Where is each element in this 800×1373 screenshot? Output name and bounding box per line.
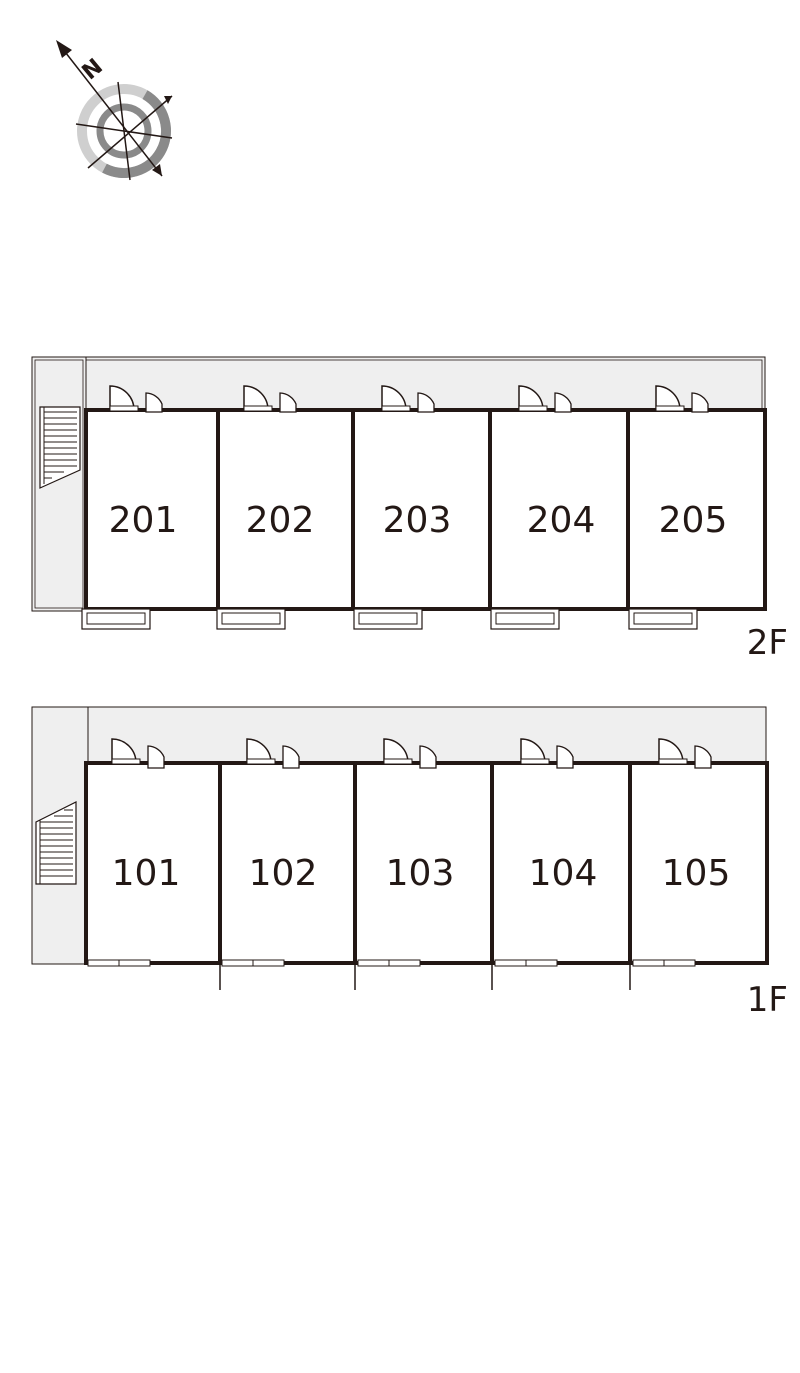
stairs-icon xyxy=(35,801,77,885)
window-icon xyxy=(494,959,558,967)
unit-label: 103 xyxy=(386,853,455,894)
stairs-icon xyxy=(39,406,81,489)
door-icon xyxy=(520,738,574,769)
floor-label: 2F xyxy=(747,623,788,663)
unit-label: 102 xyxy=(249,853,318,894)
door-icon xyxy=(381,385,435,413)
unit-label: 202 xyxy=(246,500,315,541)
floor-label: 1F xyxy=(747,980,788,1020)
door-icon xyxy=(518,385,572,413)
door-icon xyxy=(109,385,163,413)
unit-label: 105 xyxy=(662,853,731,894)
balcony xyxy=(353,608,423,630)
compass-rose-icon xyxy=(56,40,173,181)
balcony xyxy=(81,608,151,630)
window-icon xyxy=(357,959,421,967)
balcony xyxy=(490,608,560,630)
door-icon xyxy=(658,738,712,769)
unit-label: 205 xyxy=(659,500,728,541)
floor-1f: 101 102 103 104 105 1F xyxy=(31,706,788,1020)
door-icon xyxy=(383,738,437,769)
window-icon xyxy=(87,959,151,967)
unit-label: 204 xyxy=(527,500,596,541)
unit-label: 201 xyxy=(109,500,178,541)
balcony xyxy=(628,608,698,630)
door-icon xyxy=(655,385,709,413)
unit-label: 104 xyxy=(529,853,598,894)
floor-2f: 201 202 203 204 205 2F xyxy=(31,356,788,663)
window-icon xyxy=(632,959,696,967)
unit-label: 101 xyxy=(112,853,181,894)
balcony xyxy=(216,608,286,630)
window-icon xyxy=(221,959,285,967)
compass-north-label: N xyxy=(78,54,108,85)
door-icon xyxy=(243,385,297,413)
door-icon xyxy=(246,738,300,769)
door-icon xyxy=(111,738,165,769)
unit-label: 203 xyxy=(383,500,452,541)
